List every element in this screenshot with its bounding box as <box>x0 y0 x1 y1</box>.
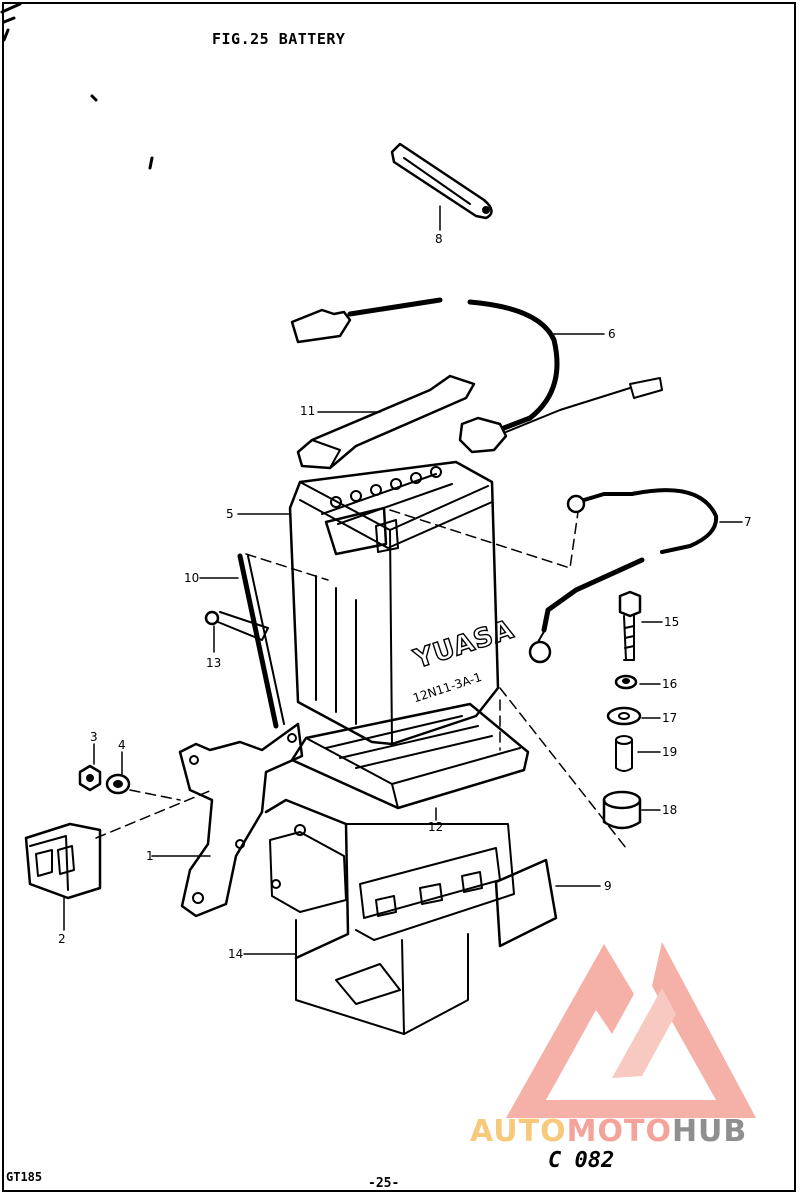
callout-4: 4 <box>118 738 126 752</box>
callout-6: 6 <box>608 327 616 341</box>
callout-3: 3 <box>90 730 98 744</box>
model-code: GT185 <box>6 1170 43 1184</box>
callout-17: 17 <box>662 711 678 725</box>
callout-19: 19 <box>662 745 678 759</box>
figure-title: FIG.25 BATTERY <box>212 30 346 48</box>
callout-5: 5 <box>226 507 234 521</box>
part-8-breather-clip <box>390 142 493 220</box>
part-6-positive-cable <box>290 297 663 454</box>
part-14-holder <box>264 798 515 1035</box>
part-11-battery-band <box>296 374 476 470</box>
part-4-washer <box>105 773 131 795</box>
callout-1: 1 <box>146 849 154 863</box>
watermark-text: AUTOMOTOHUB <box>470 1114 747 1149</box>
callout-18: 18 <box>662 803 678 817</box>
part-17-washer <box>606 706 642 726</box>
callout-12: 12 <box>428 820 444 834</box>
watermark-moto: MOTO <box>566 1114 672 1149</box>
scan-specks <box>0 2 154 170</box>
watermark-auto: AUTO <box>470 1114 567 1149</box>
part-1-bracket <box>178 722 304 918</box>
watermark-logo <box>506 942 756 1118</box>
part-2-cover <box>24 822 102 900</box>
part-16-nut <box>614 674 638 690</box>
battery-model-label: 12N11-3A-1 <box>411 670 483 705</box>
part-18-cushion <box>602 790 642 830</box>
callout-7: 7 <box>744 515 752 529</box>
part-10-breather-tube <box>237 553 285 729</box>
part-5-battery <box>288 460 500 746</box>
part-7-negative-cable <box>528 488 719 664</box>
part-15-bolt <box>618 590 642 661</box>
callout-8: 8 <box>435 232 443 246</box>
callout-15: 15 <box>664 615 680 629</box>
part-9-pad <box>494 858 558 948</box>
page-number: -25- <box>368 1176 400 1191</box>
callout-2: 2 <box>58 932 66 946</box>
callout-11: 11 <box>300 404 316 418</box>
callout-9: 9 <box>604 879 612 893</box>
part-3-nut <box>78 764 102 792</box>
part-12-tray <box>290 702 530 810</box>
part-19-collar <box>615 735 633 772</box>
callout-16: 16 <box>662 677 678 691</box>
figure-code: C 082 <box>548 1148 615 1173</box>
part-13-tube-clamp <box>204 610 269 641</box>
watermark-hub: HUB <box>671 1114 748 1149</box>
assembly-dashed-lines <box>95 509 627 849</box>
callout-10: 10 <box>184 571 200 585</box>
callout-14: 14 <box>228 947 244 961</box>
callout-13: 13 <box>206 656 222 670</box>
battery-brand-label: YUASA <box>410 615 518 676</box>
